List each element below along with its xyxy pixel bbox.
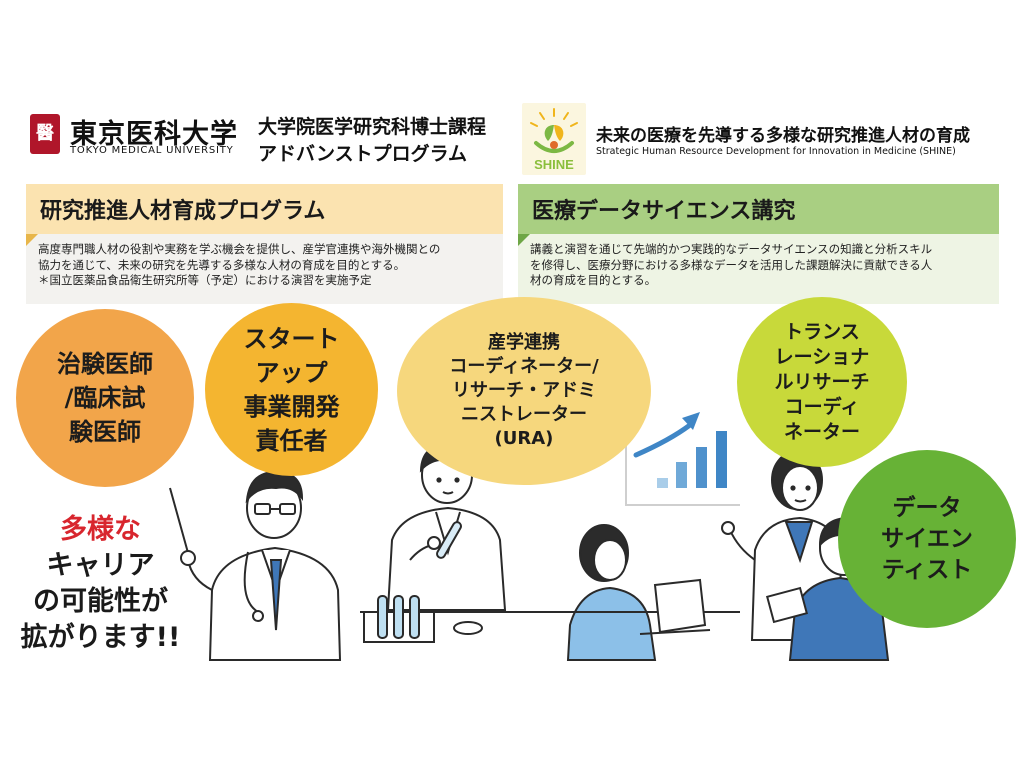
left-panel-corner — [26, 234, 38, 246]
career-ura: 産学連携 コーディネーター/ リサーチ・アドミ ニストレーター (URA) — [397, 297, 651, 485]
right-panel-header: 医療データサイエンス講究 — [518, 184, 999, 234]
right-panel-title: 医療データサイエンス講究 — [532, 199, 796, 224]
left-panel-text-line2: 協力を通じて、未来の研究を先導する多様な人材の育成を目的とする。 — [38, 257, 406, 272]
bar-chart-icon — [625, 431, 740, 506]
tagline-line3: の可能性が — [33, 586, 168, 617]
university-logo: 醫 東京医科大学 TOKYO MEDICAL UNIVERSITY — [30, 112, 245, 160]
career-ura-line5: (URA) — [494, 428, 554, 449]
career-ura-line3: リサーチ・アドミ — [451, 380, 596, 401]
career-data-scientist: データ サイエン ティスト — [838, 450, 1016, 628]
right-panel-text: 講義と演習を通じて先端的かつ実践的なデータサイエンスの知識と分析スキル を修得し… — [530, 242, 989, 289]
career-clinical-line2: /臨床試 — [64, 384, 146, 412]
career-clinical-line3: 験医師 — [69, 418, 141, 446]
career-startup-line1: スタート — [243, 324, 340, 353]
career-startup-line2: アップ — [255, 358, 328, 387]
career-ura-line4: ニストレーター — [460, 404, 587, 425]
doctor-figure — [169, 470, 342, 661]
laptop-icon — [639, 578, 711, 635]
left-panel-title: 研究推進人材育成プログラム — [40, 199, 326, 224]
career-startup-bizdev: スタート アップ 事業開発 責任者 — [205, 303, 378, 476]
tagline-line2: キャリア — [46, 550, 155, 581]
right-panel-text-line3: 材の育成を目的とする。 — [530, 273, 657, 287]
test-tube-rack-icon — [363, 595, 483, 643]
program-title-line1: 大学院医学研究科博士課程 — [258, 116, 487, 138]
growth-arrow-icon — [633, 412, 700, 458]
shine-logo: SHINE — [522, 103, 586, 175]
career-translational-line1: トランス — [784, 320, 860, 343]
tagline-line1: 多様な — [60, 514, 141, 545]
career-data-line3: ティスト — [881, 556, 973, 583]
career-data-line2: サイエン — [881, 525, 973, 552]
left-panel-header: 研究推進人材育成プログラム — [26, 184, 503, 234]
left-panel-text: 高度専門職人材の役割や実務を学ぶ機会を提供し、産学官連携や海外機関との 協力を通… — [38, 242, 493, 289]
career-translational-line5: ネーター — [783, 420, 860, 443]
right-panel-body: 講義と演習を通じて先端的かつ実践的なデータサイエンスの知識と分析スキル を修得し… — [518, 234, 999, 304]
left-panel-text-line1: 高度専門職人材の役割や実務を学ぶ機会を提供し、産学官連携や海外機関との — [38, 242, 441, 256]
pointer-stick-icon — [169, 487, 191, 561]
left-panel-body: 高度専門職人材の役割や実務を学ぶ機会を提供し、産学官連携や海外機関との 協力を通… — [26, 234, 503, 304]
shine-title-en: Strategic Human Resource Development for… — [596, 146, 956, 157]
right-panel-text-line2: を修得し、医療分野における多様なデータを活用した課題解決に貢献できる人 — [530, 257, 933, 272]
shine-title-jp: 未来の医療を先導する多様な研究推進人材の育成 — [596, 126, 970, 146]
shine-logo-text: SHINE — [534, 157, 574, 172]
tagline-line4: 拡がります!! — [20, 622, 181, 653]
career-translational-line2: レーショナ — [774, 345, 870, 368]
program-title-line2: アドバンストプログラム — [258, 143, 468, 165]
career-translational-research-coordinator: トランス レーショナ ルリサーチ コーディ ネーター — [737, 297, 907, 467]
seated-woman-figure — [540, 524, 740, 661]
career-ura-line1: 産学連携 — [487, 332, 560, 353]
right-panel-corner — [518, 234, 530, 246]
right-panel-text-line1: 講義と演習を通じて先端的かつ実践的なデータサイエンスの知識と分析スキル — [530, 242, 933, 256]
career-translational-line4: コーディ — [784, 395, 860, 418]
university-name-jp: 東京医科大学 — [70, 119, 238, 150]
shine-leaf-icon — [530, 108, 578, 153]
career-translational-line3: ルリサーチ — [774, 370, 870, 393]
left-panel-text-line3: ＊国立医薬品食品衛生研究所等（予定）における演習を実施予定 — [38, 273, 372, 287]
career-data-line1: データ — [892, 494, 962, 521]
program-title: 大学院医学研究科博士課程 アドバンストプログラム — [258, 114, 486, 168]
university-name-en: TOKYO MEDICAL UNIVERSITY — [70, 145, 234, 156]
career-clinical-physician: 治験医師 /臨床試 験医師 — [16, 309, 194, 487]
career-tagline: 多様な キャリア の可能性が 拡がります!! — [8, 512, 193, 656]
career-startup-line3: 事業開発 — [243, 392, 340, 421]
career-clinical-line1: 治験医師 — [57, 350, 153, 378]
career-startup-line4: 責任者 — [255, 426, 328, 455]
career-ura-line2: コーディネーター/ — [449, 356, 599, 377]
university-crest-icon: 醫 — [30, 114, 60, 154]
